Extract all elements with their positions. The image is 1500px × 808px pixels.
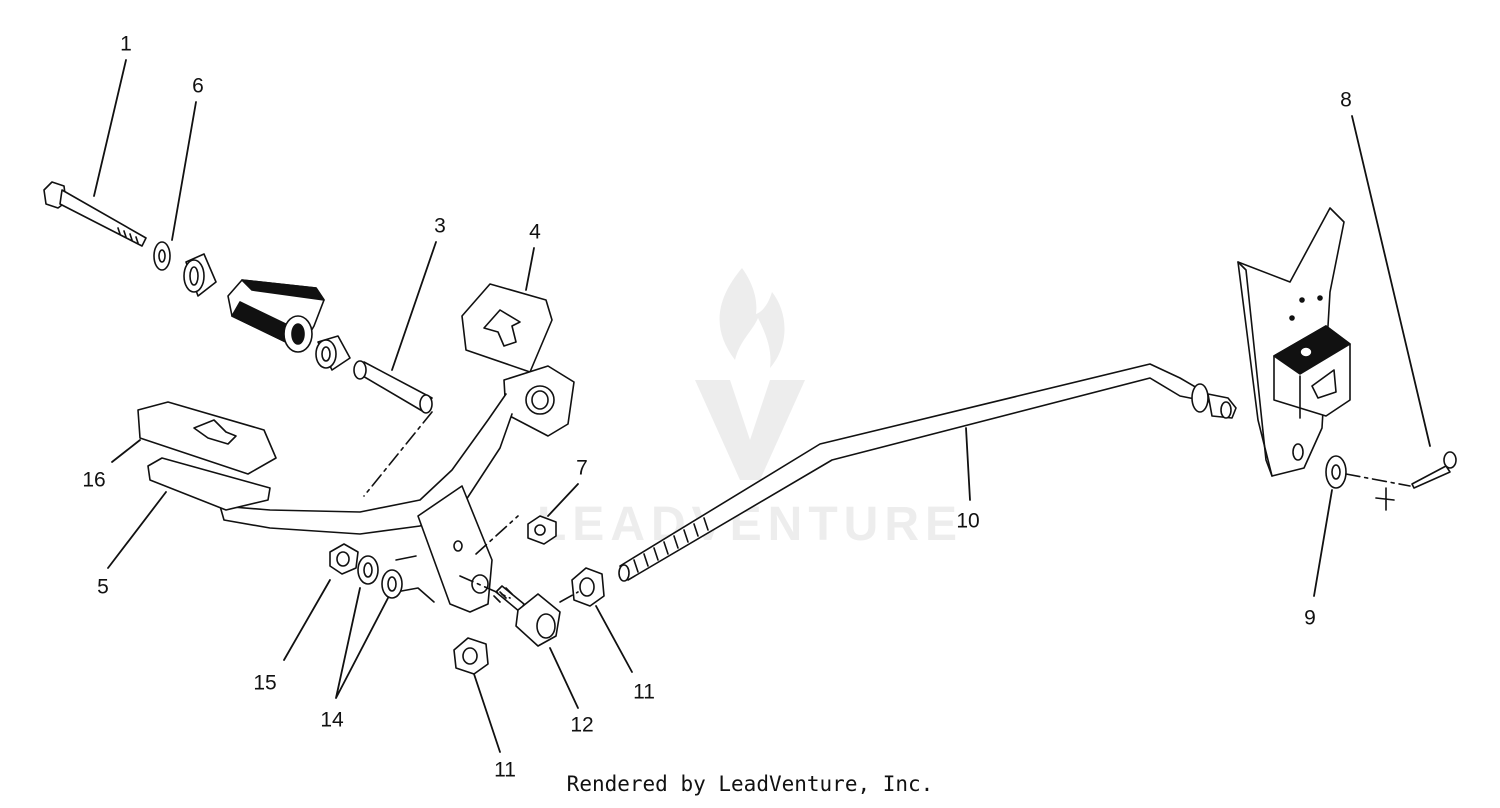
bushing-right bbox=[315, 335, 351, 371]
part-3-pin bbox=[353, 360, 433, 414]
callout-4: 4 bbox=[529, 220, 541, 244]
part-14-washer-b bbox=[381, 569, 403, 599]
part-6-washer bbox=[153, 241, 171, 271]
watermark-logo-icon bbox=[695, 268, 805, 480]
leader-lines bbox=[93, 59, 1431, 753]
callout-5: 5 bbox=[97, 575, 109, 599]
right-bracket bbox=[1237, 207, 1351, 477]
part-9-washer bbox=[1325, 455, 1347, 489]
centerline-crosses bbox=[1375, 487, 1395, 511]
part-8-cotter-pin bbox=[1411, 451, 1457, 489]
part-15-nut bbox=[329, 543, 359, 575]
part-5-pedal-plate bbox=[147, 457, 271, 511]
part-14-washer-a bbox=[357, 555, 379, 585]
callout-10: 10 bbox=[956, 509, 980, 533]
callout-12: 12 bbox=[570, 713, 594, 737]
bushing-left bbox=[183, 253, 217, 297]
callout-11-lower: 11 bbox=[494, 758, 516, 782]
part-1-bolt bbox=[43, 181, 147, 247]
part-11-nut-upper bbox=[571, 567, 605, 607]
callout-16: 16 bbox=[82, 468, 106, 492]
callout-3: 3 bbox=[434, 214, 446, 238]
callout-15: 15 bbox=[253, 671, 277, 695]
callout-9: 9 bbox=[1304, 606, 1316, 630]
callout-14: 14 bbox=[320, 708, 344, 732]
centerlines bbox=[363, 411, 1411, 603]
part-16-pedal-pad bbox=[137, 401, 277, 475]
part-12-swivel bbox=[493, 585, 561, 647]
part-7-nut bbox=[527, 515, 557, 545]
mounting-plate bbox=[395, 485, 493, 613]
pivot-bracket bbox=[227, 279, 325, 353]
footer-credit: Rendered by LeadVenture, Inc. bbox=[566, 772, 934, 796]
up-arrow-icon bbox=[483, 309, 521, 347]
part-10-rod bbox=[618, 363, 1237, 582]
callout-11-upper: 11 bbox=[633, 680, 655, 704]
left-arrow-icon bbox=[193, 419, 237, 445]
part-4-pedal-pad bbox=[461, 283, 553, 373]
callout-7: 7 bbox=[576, 456, 588, 480]
pedal-arm bbox=[219, 365, 575, 535]
callout-6: 6 bbox=[192, 74, 204, 98]
callout-8: 8 bbox=[1340, 88, 1352, 112]
callout-1: 1 bbox=[120, 32, 132, 56]
part-11-nut-lower bbox=[453, 637, 489, 675]
